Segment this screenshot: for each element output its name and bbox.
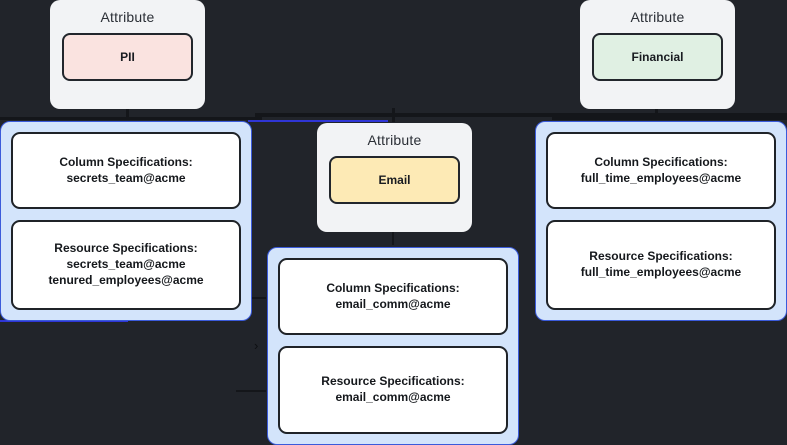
spec-heading: Column Specifications:: [326, 280, 460, 295]
resource-specifications-box[interactable]: Resource Specifications: full_time_emplo…: [546, 220, 776, 310]
attribute-chip-email[interactable]: Email: [329, 156, 460, 204]
attribute-card-financial[interactable]: Attribute Financial: [580, 0, 735, 109]
attribute-chip-financial[interactable]: Financial: [592, 33, 723, 81]
edge-arrowhead-icon: ›: [254, 338, 259, 353]
spec-heading: Resource Specifications:: [321, 374, 465, 389]
edge-email-vertical-stub: [392, 108, 395, 122]
edge-email-card-to-group: [392, 231, 394, 245]
edge-accent-secrets-team-bottom: [0, 320, 128, 322]
attribute-card-title: Attribute: [100, 9, 155, 25]
attribute-card-title: Attribute: [367, 132, 422, 148]
spec-item: email_comm@acme: [335, 296, 451, 311]
attribute-chip-label: Financial: [631, 50, 684, 64]
edge-accent-secrets-team-top: [248, 120, 388, 122]
edge-pii-vertical-stub: [126, 108, 129, 120]
spec-item: tenured_employees@acme: [48, 272, 204, 287]
spec-item: secrets_team@acme: [66, 170, 186, 185]
spec-item: full_time_employees@acme: [580, 170, 742, 185]
attribute-card-pii[interactable]: Attribute PII: [50, 0, 205, 109]
spec-group-secrets-team[interactable]: Column Specifications: secrets_team@acme…: [0, 121, 252, 321]
spec-item: secrets_team@acme: [66, 257, 186, 272]
spec-group-email-comm[interactable]: Column Specifications: email_comm@acme R…: [267, 247, 519, 445]
attribute-card-title: Attribute: [630, 9, 685, 25]
attribute-chip-label: Email: [378, 173, 411, 187]
spec-heading: Resource Specifications:: [589, 249, 733, 264]
spec-heading: Column Specifications:: [59, 154, 193, 169]
spec-group-full-time-employees[interactable]: Column Specifications: full_time_employe…: [535, 121, 787, 321]
edge-financial-vertical-stub: [655, 108, 658, 120]
attribute-card-email[interactable]: Attribute Email: [317, 123, 472, 232]
attribute-chip-pii[interactable]: PII: [62, 33, 193, 81]
resource-specifications-box[interactable]: Resource Specifications: email_comm@acme: [278, 346, 508, 434]
column-specifications-box[interactable]: Column Specifications: secrets_team@acme: [11, 132, 241, 209]
spec-item: email_comm@acme: [335, 390, 451, 404]
resource-specifications-box[interactable]: Resource Specifications: secrets_team@ac…: [11, 220, 241, 310]
spec-item: full_time_employees@acme: [580, 265, 742, 279]
column-specifications-box[interactable]: Column Specifications: full_time_employe…: [546, 132, 776, 209]
edge-email-group-inbound-lower: [236, 390, 266, 392]
attribute-chip-label: PII: [120, 50, 135, 64]
spec-heading: Resource Specifications:: [54, 241, 198, 256]
edge-financial-to-full-time: [552, 117, 787, 120]
edge-top-rail: [255, 113, 787, 117]
column-specifications-box[interactable]: Column Specifications: email_comm@acme: [278, 258, 508, 335]
edge-pii-to-secrets-team: [0, 117, 262, 120]
spec-heading: Column Specifications:: [594, 154, 728, 169]
